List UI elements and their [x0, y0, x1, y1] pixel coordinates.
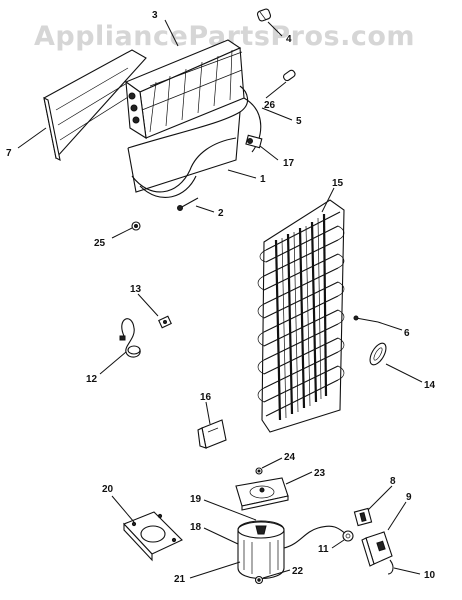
callout-21: 21: [174, 574, 186, 585]
part-4-fitting: [256, 8, 272, 22]
callout-14: 14: [424, 380, 436, 391]
callout-23: 23: [314, 468, 326, 479]
callout-11: 11: [318, 544, 329, 555]
callout-18: 18: [190, 522, 202, 533]
callout-7: 7: [6, 148, 12, 159]
part-13-bracket: [158, 315, 172, 329]
part-24-nut: [255, 467, 263, 475]
part-14-grommet: [369, 342, 387, 366]
part-23-drain-pan: [235, 477, 289, 511]
part-25-washer: [131, 221, 141, 231]
callout-3: 3: [152, 10, 158, 21]
part-3-evaporator-coil: [124, 39, 245, 140]
part-21-compressor: [237, 520, 351, 579]
callout-16: 16: [200, 392, 212, 403]
part-17-clip: [245, 134, 263, 149]
part-1-tubing-assembly: [127, 85, 262, 198]
part-16-bracket: [197, 419, 227, 449]
callout-12: 12: [86, 374, 98, 385]
callout-9: 9: [406, 492, 412, 503]
callout-13: 13: [130, 284, 142, 295]
part-11-cap: [342, 530, 354, 542]
callout-25: 25: [94, 238, 106, 249]
callout-1: 1: [260, 174, 266, 185]
part-2-screw: [177, 197, 199, 211]
part-26-plug: [282, 69, 296, 82]
callout-22: 22: [292, 566, 304, 577]
part-20-base-plate: [123, 511, 183, 562]
callout-2: 2: [218, 208, 224, 219]
callout-8: 8: [390, 476, 396, 487]
callout-15: 15: [332, 178, 344, 189]
leader-lines: [17, 19, 423, 579]
part-7-insulation-pad: [43, 49, 147, 161]
part-9-overload: [361, 531, 394, 575]
part-6-screw: [353, 315, 379, 323]
callout-5: 5: [296, 116, 302, 127]
callout-24: 24: [284, 452, 296, 463]
callout-20: 20: [102, 484, 114, 495]
callout-26: 26: [264, 100, 276, 111]
part-15-condenser-coil: [257, 199, 345, 433]
part-12-wire-harness: [119, 318, 141, 358]
part-22-grommet: [254, 575, 264, 585]
callout-10: 10: [424, 570, 436, 581]
callout-19: 19: [190, 494, 202, 505]
part-8-relay: [353, 507, 373, 527]
callout-4: 4: [286, 34, 292, 45]
callout-labels: 3 4 7 26 5 17 1 15 2 25 13 12 6 14 16 24…: [6, 10, 436, 585]
callout-17: 17: [283, 158, 295, 169]
callout-6: 6: [404, 328, 410, 339]
